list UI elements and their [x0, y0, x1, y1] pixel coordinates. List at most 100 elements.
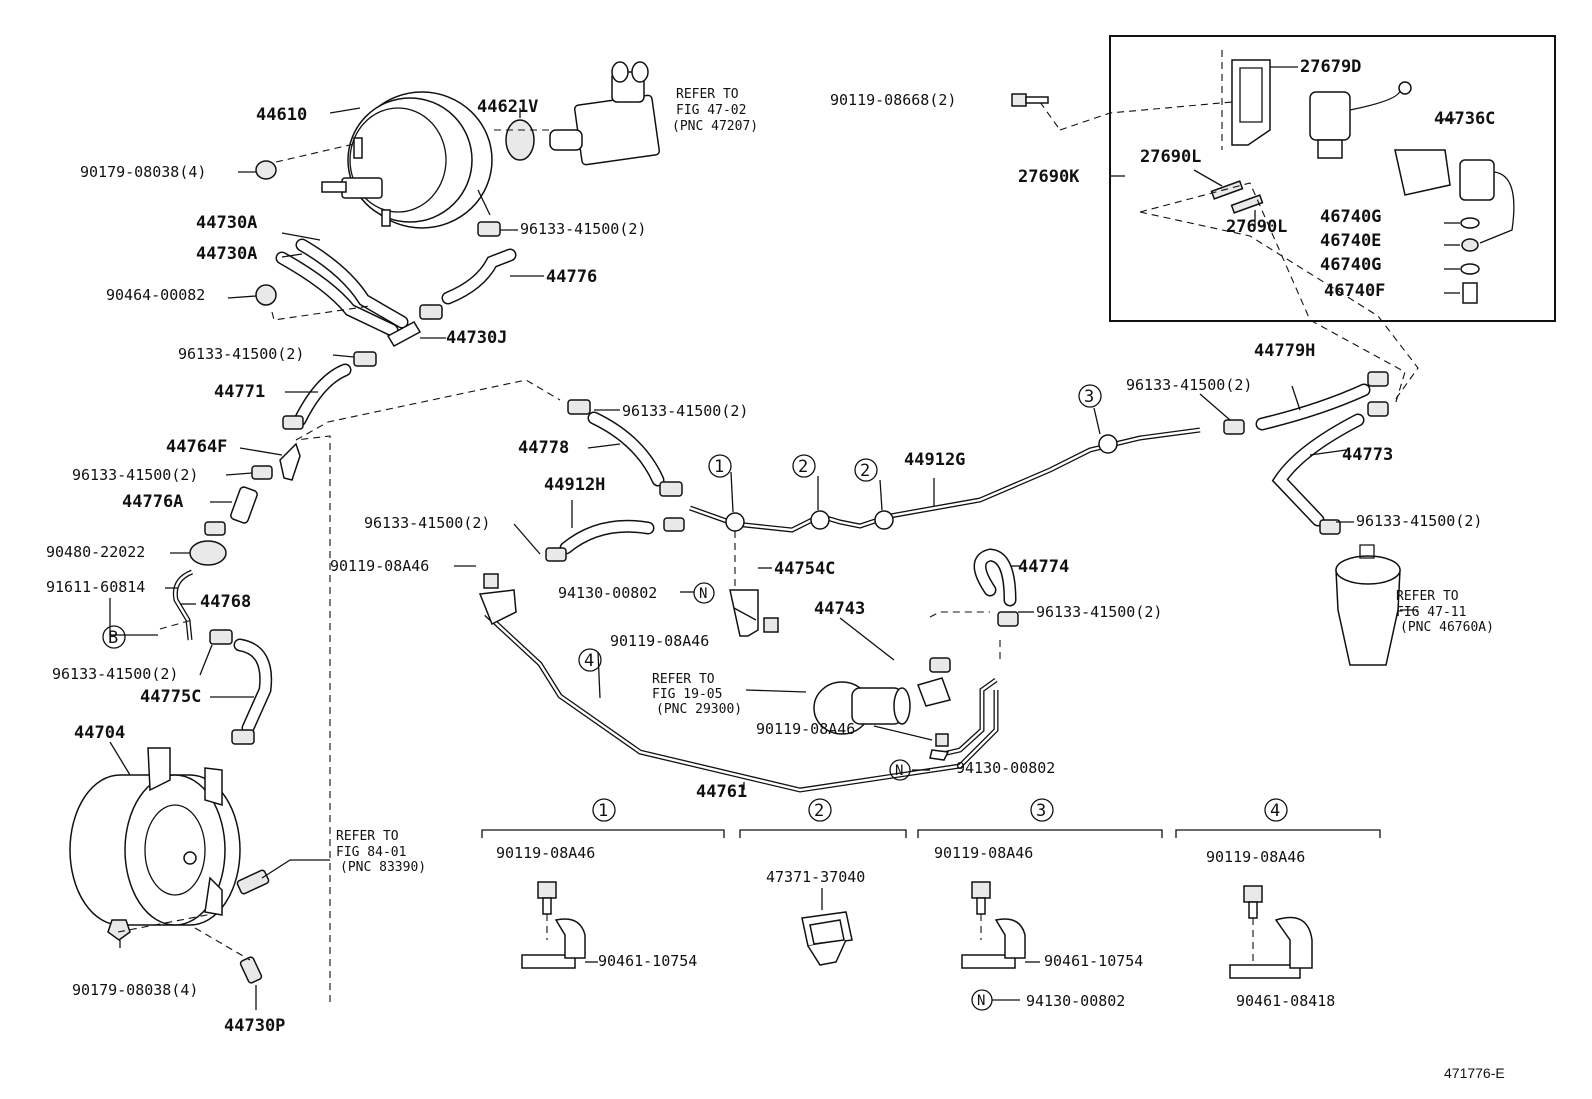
washer-46740g-2 [1460, 263, 1480, 275]
label-27690l-1: 27690L [1140, 147, 1201, 167]
svg-text:(PNC 47207): (PNC 47207) [672, 119, 758, 134]
refer-47-02: REFER TO FIG 47-02 (PNC 47207) [672, 87, 758, 134]
label-44912h: 44912H [544, 475, 605, 495]
label-44771: 44771 [214, 382, 265, 402]
clamp-node-3 [1098, 434, 1118, 454]
bolt-46740f [1462, 282, 1478, 304]
label-90119-c: 90119-08A46 [756, 720, 855, 738]
bolt-90119-c [935, 733, 949, 747]
grommet-90480 [189, 540, 227, 566]
svg-text:B: B [108, 628, 118, 648]
label-44768: 44768 [200, 592, 251, 612]
brake-booster-44610 [321, 91, 493, 229]
detail-1-bolt-label: 90119-08A46 [496, 844, 595, 862]
fitting-27690l-2 [1230, 194, 1264, 214]
label-44743: 44743 [814, 599, 865, 619]
seal-44621v [505, 119, 535, 161]
clamp-96133-b [419, 304, 443, 320]
label-94130-a: 94130-00802 [558, 584, 657, 602]
label-96133-g: 96133-41500(2) [1036, 603, 1162, 621]
label-44730j: 44730J [446, 328, 507, 348]
label-44761: 44761 [696, 782, 747, 802]
label-44775c: 44775C [140, 687, 201, 707]
bracket-27679d [1221, 50, 1271, 150]
svg-text:4: 4 [1270, 801, 1280, 821]
label-96133-h: 96133-41500(2) [1126, 376, 1252, 394]
svg-text:N: N [895, 763, 903, 779]
svg-text:1: 1 [598, 801, 608, 821]
label-91611: 91611-60814 [46, 578, 145, 596]
detail-1-clamp-label: 90461-10754 [598, 952, 697, 970]
callout-3: 3 [1078, 384, 1102, 408]
union-46740e [1461, 238, 1479, 252]
valve-44730p [239, 956, 263, 984]
detail-3-bolt-label: 90119-08A46 [934, 844, 1033, 862]
clamp-node-1 [725, 512, 745, 532]
svg-text:N: N [699, 586, 707, 602]
label-44730a-2: 44730A [196, 244, 257, 264]
detail-3-nut-label: 94130-00802 [1026, 992, 1125, 1010]
vsv-44736c [1309, 81, 1515, 244]
label-46740g-1: 46740G [1320, 207, 1381, 227]
svg-text:N: N [977, 993, 985, 1009]
svg-text:REFER TO: REFER TO [336, 829, 399, 844]
callout-n-2: N [889, 759, 911, 781]
label-44774: 44774 [1018, 557, 1069, 577]
svg-text:2: 2 [814, 801, 824, 821]
label-90480: 90480-22022 [46, 543, 145, 561]
callout-1: 1 [708, 454, 732, 478]
connector-44743 [929, 657, 951, 673]
label-44764f: 44764F [166, 437, 227, 457]
label-44776: 44776 [546, 267, 597, 287]
tee-44764f [279, 442, 301, 481]
nut-90179-bot [107, 919, 131, 941]
label-96133-d: 96133-41500(2) [52, 665, 178, 683]
label-44773: 44773 [1342, 445, 1393, 465]
fitting-27690l-1 [1210, 180, 1244, 200]
washer-46740g-1 [1460, 217, 1480, 229]
callout-2b: 2 [854, 458, 878, 482]
detail-4: 4 90119-08A46 90461-08418 [1206, 798, 1335, 1010]
tee-44730j [386, 321, 422, 347]
label-94130-b: 94130-00802 [956, 759, 1055, 777]
svg-text:FIG 47-11: FIG 47-11 [1396, 605, 1466, 620]
label-96133-c: 96133-41500(2) [72, 466, 198, 484]
detail-4-clamp-label: 90461-08418 [1236, 992, 1335, 1010]
label-90179-bot: 90179-08038(4) [72, 981, 198, 999]
refer-47-11: REFER TO FIG 47-11 (PNC 46760A) [1396, 589, 1494, 635]
label-46740e: 46740E [1320, 231, 1381, 251]
inset-frame [1109, 35, 1556, 322]
label-27690l-2: 27690L [1226, 217, 1287, 237]
callout-b: B [102, 625, 126, 649]
master-cylinder [549, 61, 661, 166]
clamp-node-2a [810, 510, 830, 530]
svg-text:FIG 19-05: FIG 19-05 [652, 687, 722, 702]
clamp-node-2b [874, 510, 894, 530]
label-96133-b: 96133-41500(2) [178, 345, 304, 363]
label-90464: 90464-00082 [106, 286, 205, 304]
callout-n-1: N [693, 582, 715, 604]
detail-3: 3 90119-08A46 90461-10754 N 94130-00802 [934, 798, 1143, 1011]
bolt-90119-a [483, 573, 499, 589]
label-27690k: 27690K [1018, 167, 1080, 187]
label-96133-i: 96133-41500(2) [1356, 512, 1482, 530]
label-44610: 44610 [256, 105, 307, 125]
figure-id: 471776-E [1444, 1065, 1505, 1081]
nut-90179-top [255, 160, 277, 180]
label-44754c: 44754C [774, 559, 835, 579]
label-46740f: 46740F [1324, 281, 1385, 301]
sensor-ref-19-05 [813, 681, 911, 735]
label-90119-a: 90119-08A46 [330, 557, 429, 575]
clamp-96133-a [477, 221, 501, 237]
clamp-96133-c [353, 351, 377, 367]
label-44779h: 44779H [1254, 341, 1315, 361]
hose-44776a [230, 486, 258, 524]
detail-4-bolt-label: 90119-08A46 [1206, 848, 1305, 866]
svg-text:(PNC 46760A): (PNC 46760A) [1400, 620, 1494, 635]
svg-text:(PNC 83390): (PNC 83390) [340, 860, 426, 875]
svg-text:3: 3 [1036, 801, 1046, 821]
label-90119-b: 90119-08A46 [610, 632, 709, 650]
label-96133-f: 96133-41500(2) [364, 514, 490, 532]
switch-ref-84-01 [236, 869, 270, 895]
